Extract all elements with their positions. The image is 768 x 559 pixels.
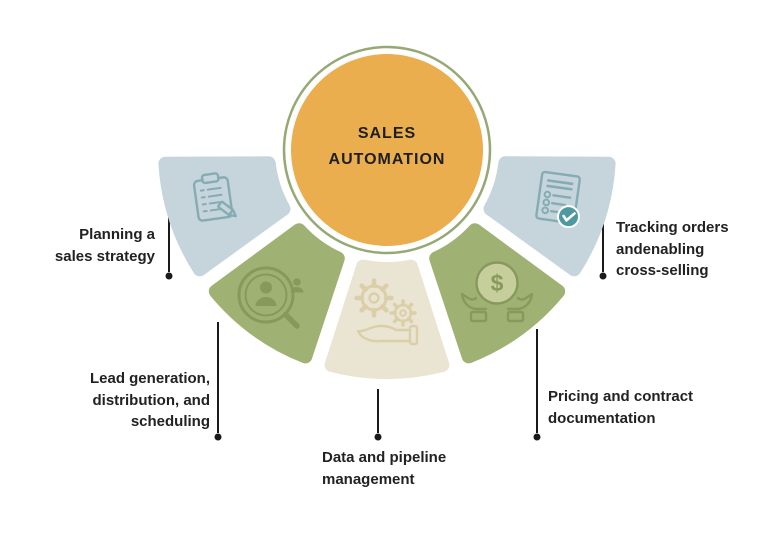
clipboard-pencil-icon xyxy=(192,172,238,222)
dollar-symbol: $ xyxy=(491,270,504,296)
petal-data xyxy=(324,259,450,380)
label-planning: Planning a sales strategy xyxy=(54,226,155,265)
label-tracking: Tracking orders andenabling cross-sellin… xyxy=(616,219,729,279)
right-hand xyxy=(506,292,534,323)
leader-dot-pricing xyxy=(533,433,541,441)
person-search-icon xyxy=(237,266,304,329)
leader-dot-lead xyxy=(214,433,222,441)
leader-dot-tracking xyxy=(599,272,607,280)
left-hand xyxy=(460,292,488,323)
center-circle xyxy=(291,54,483,246)
petal-lead xyxy=(208,223,345,364)
label-pricing: Pricing and contract documentation xyxy=(548,388,694,427)
leader-dots xyxy=(165,272,607,441)
leader-dot-planning xyxy=(165,272,173,280)
checklist-check-icon xyxy=(535,170,581,229)
label-lead-generation: Lead generation, distribution, and sched… xyxy=(89,370,210,430)
leader-dot-data xyxy=(374,433,382,441)
gears-hand-icon xyxy=(354,278,419,346)
hands-dollar-icon: $ xyxy=(460,261,534,323)
label-data-pipeline: Data and pipeline management xyxy=(322,449,447,488)
center-title: SALES AUTOMATION xyxy=(328,125,446,168)
